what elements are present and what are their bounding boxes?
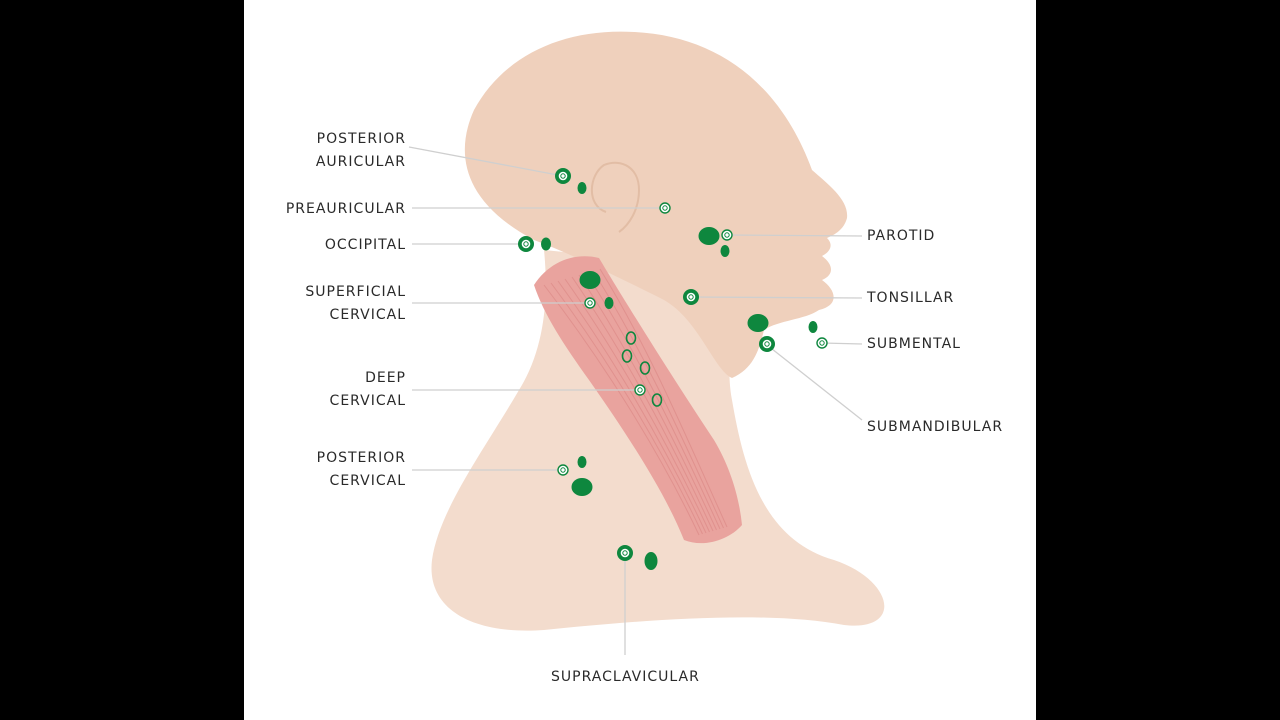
head-shape — [464, 31, 848, 379]
leader-line — [821, 342, 863, 345]
lymph-node — [747, 314, 769, 332]
muscle-fiber — [564, 278, 710, 533]
scm-muscle — [534, 256, 742, 544]
node-marker-center — [560, 173, 566, 179]
scm-muscle-fibers — [543, 268, 728, 536]
node-marker-center — [637, 387, 643, 393]
label-superficial-cervical: SUPERFICIAL CERVICAL — [305, 284, 406, 323]
deep-node-outline — [625, 331, 637, 345]
leader-line — [766, 344, 863, 421]
leader-lines — [408, 146, 863, 655]
lymph-node — [541, 237, 551, 251]
leader-line — [726, 234, 863, 237]
lymph-node — [604, 297, 614, 309]
lymph-node — [577, 456, 587, 468]
muscle-fiber — [599, 268, 728, 528]
label-occipital: OCCIPITAL — [324, 237, 406, 253]
label-posterior-auricular: POSTERIOR AURICULAR — [315, 131, 406, 170]
leader-line — [690, 296, 863, 299]
node-marker-center — [764, 341, 770, 347]
diagram-canvas: POSTERIOR AURICULAR PREAURICULAR OCCIPIT… — [244, 0, 1036, 720]
lymph-node — [720, 245, 730, 257]
label-posterior-cervical: POSTERIOR CERVICAL — [316, 450, 406, 489]
label-submandibular: SUBMANDIBULAR — [867, 419, 1004, 435]
deep-node-outline — [651, 393, 663, 407]
node-marker-center — [587, 300, 593, 306]
label-supraclavicular: SUPRACLAVICULAR — [551, 669, 700, 685]
node-marker-center — [523, 241, 529, 247]
muscle-fiber — [550, 282, 703, 535]
lymph-node — [808, 321, 818, 333]
muscle-fiber — [543, 284, 700, 536]
node-marker-center — [622, 550, 628, 556]
label-submental: SUBMENTAL — [867, 336, 961, 352]
label-deep-cervical: DEEP CERVICAL — [329, 370, 406, 409]
label-preauricular: PREAURICULAR — [285, 201, 406, 217]
lymph-node — [571, 478, 593, 496]
label-parotid: PAROTID — [867, 228, 936, 244]
node-marker-center — [688, 294, 694, 300]
ear-shape — [590, 161, 641, 233]
lymph-node — [577, 182, 587, 194]
label-tonsillar: TONSILLAR — [867, 290, 955, 306]
lymph-node — [644, 552, 658, 570]
lymph-node — [698, 227, 720, 245]
deep-node-outline — [639, 361, 651, 375]
node-marker-center — [662, 205, 668, 211]
node-marker-center — [560, 467, 566, 473]
muscle-fiber — [557, 280, 707, 534]
leader-line — [408, 146, 564, 177]
head-neck-illustration — [408, 31, 885, 655]
lymph-node — [579, 271, 601, 289]
muscle-fiber — [578, 274, 717, 531]
deep-node-outline — [621, 349, 633, 363]
lymph-nodes — [518, 168, 828, 570]
node-marker-center — [724, 232, 730, 238]
node-marker-center — [819, 340, 825, 346]
